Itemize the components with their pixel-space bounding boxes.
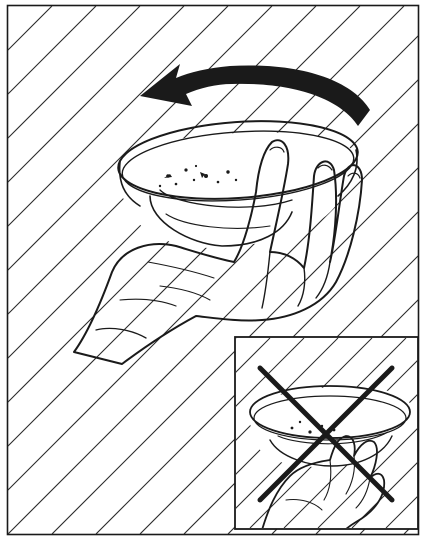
inset-hatch-line (420, 338, 424, 528)
